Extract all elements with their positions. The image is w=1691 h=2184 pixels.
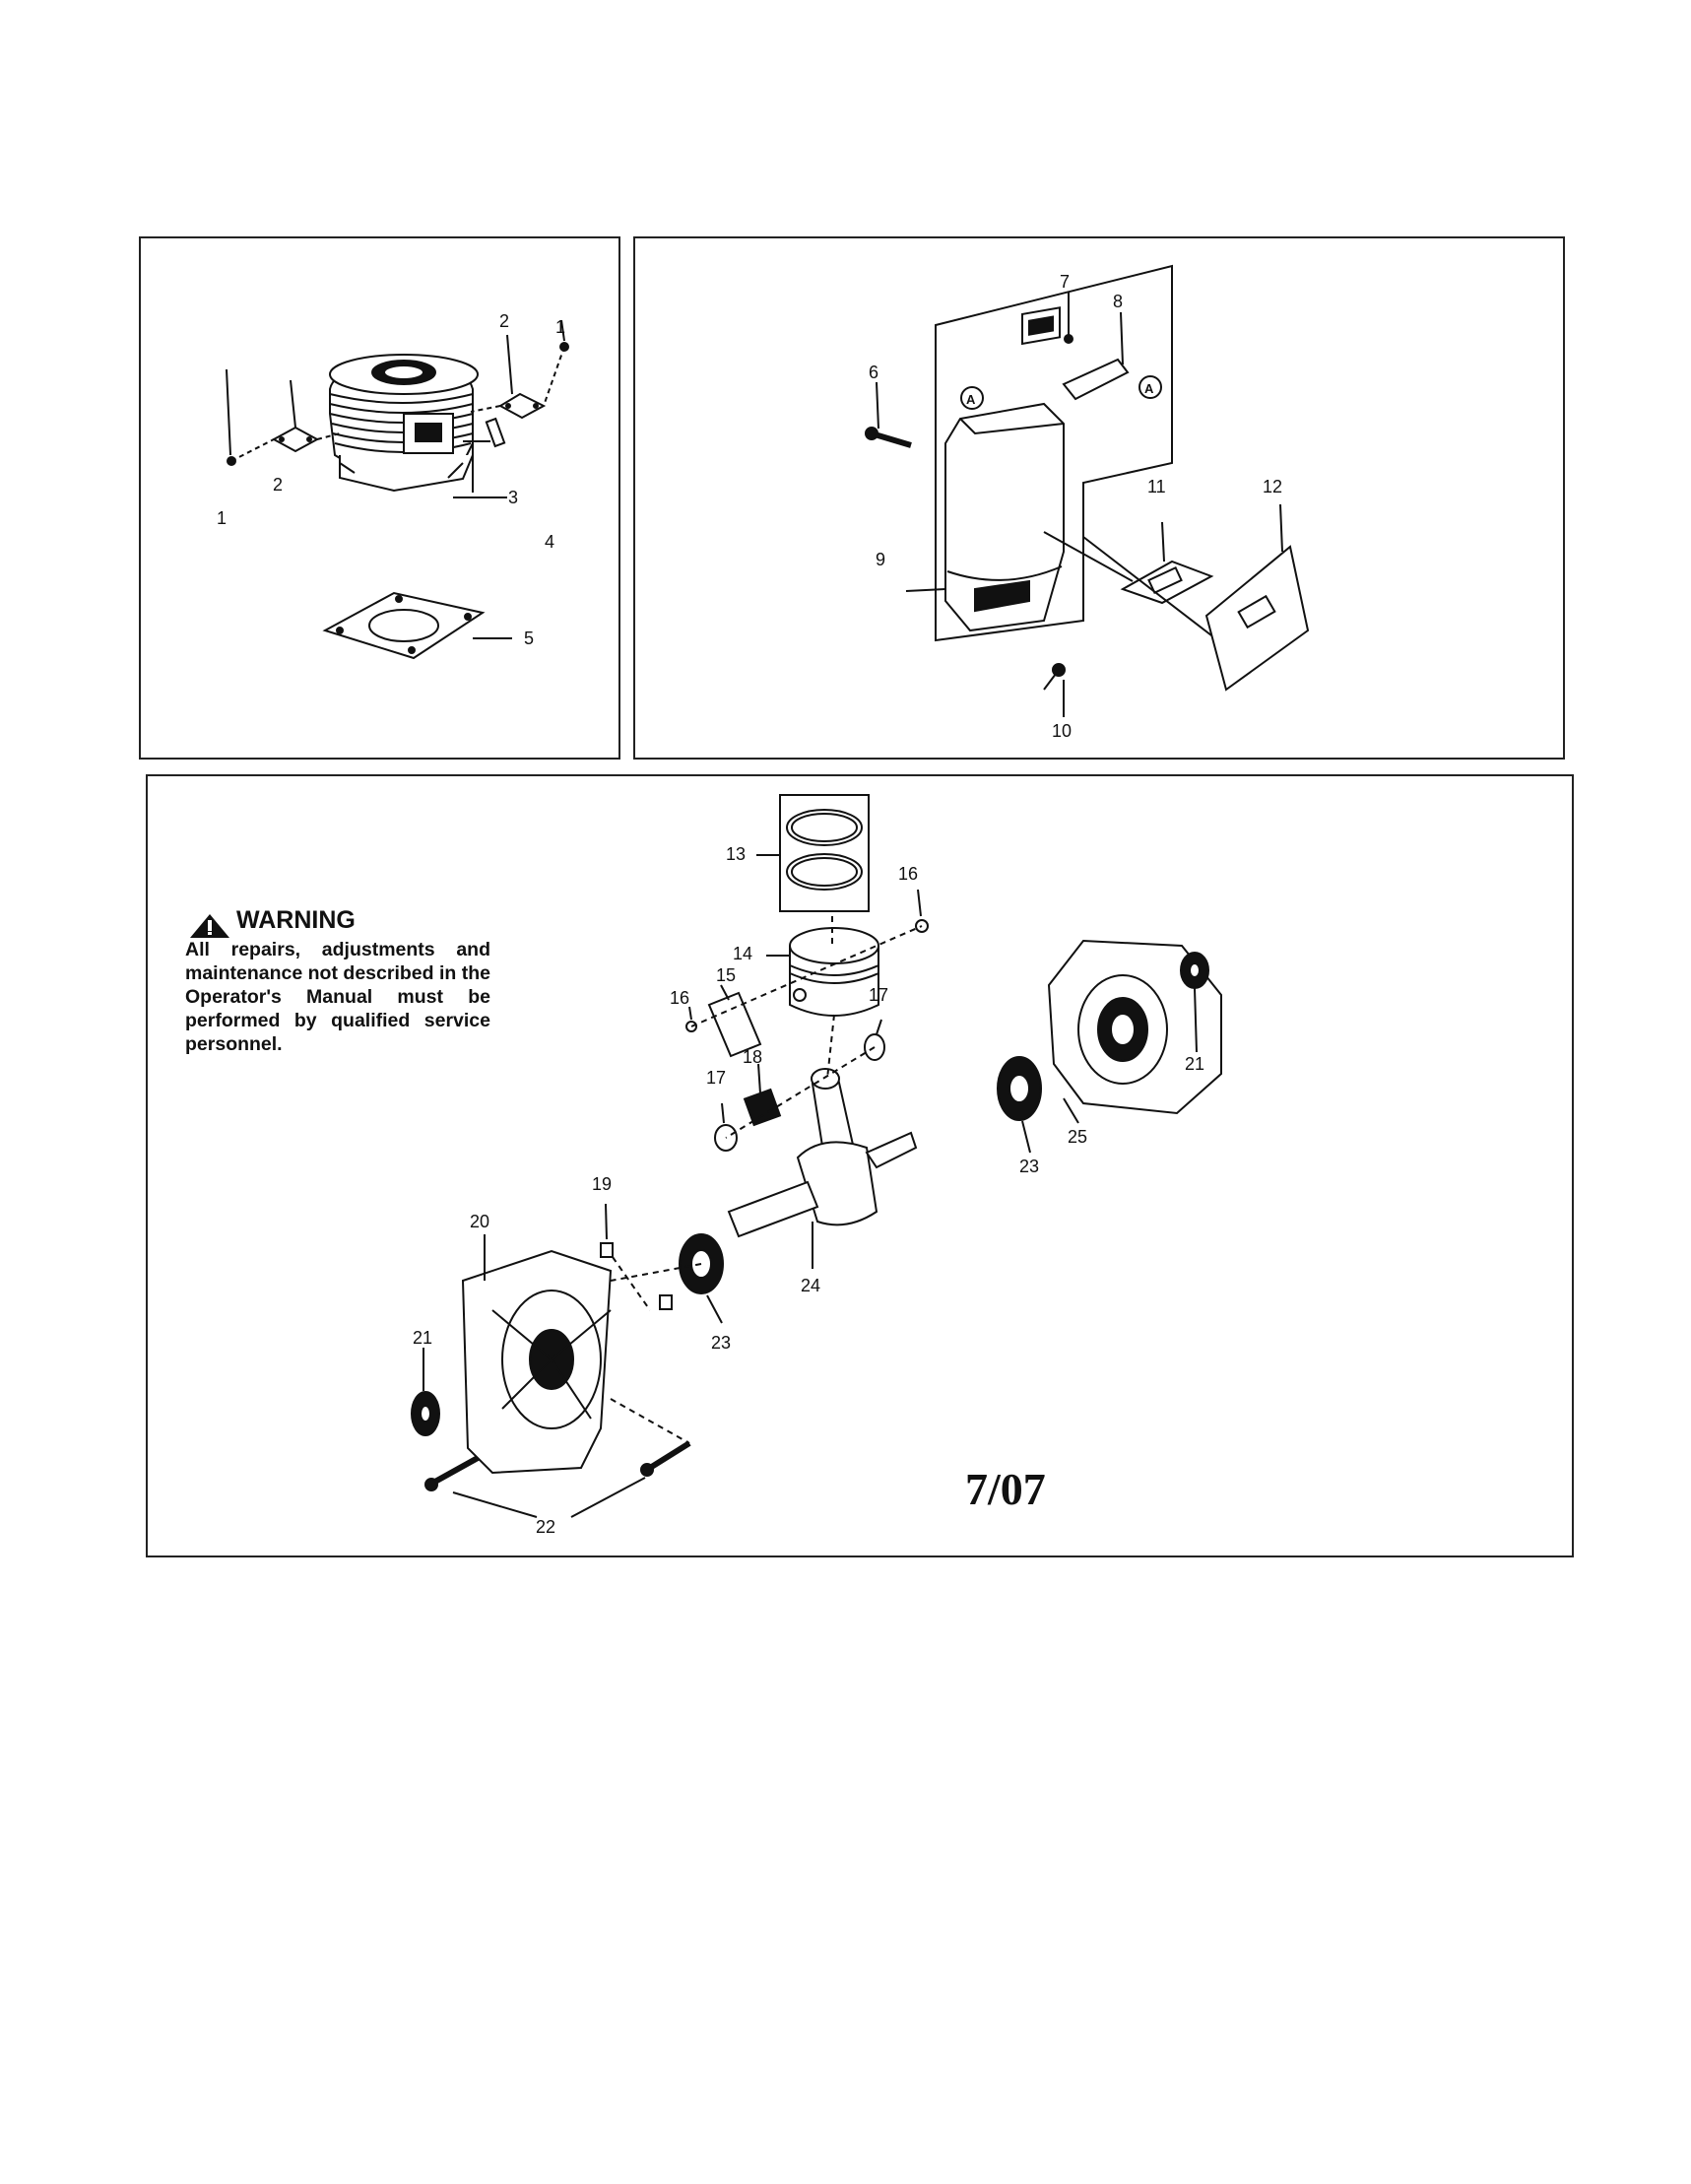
callout-12: 12 [1263,477,1282,496]
date-code: 7/07 [965,1464,1046,1514]
ref-a-2: A [1144,381,1154,396]
callout-6: 6 [869,363,878,382]
warning-text: All repairs, adjustments and maintenance… [185,939,490,1055]
callout-18: 18 [743,1047,762,1067]
callout-1a: 1 [555,317,565,337]
callout-21b: 21 [1185,1054,1204,1074]
warning-triangle-icon [190,914,229,938]
callout-2a: 2 [499,311,509,331]
callout-22: 22 [536,1517,555,1537]
callout-5: 5 [524,629,534,648]
callout-1b: 1 [217,508,227,528]
callout-17a: 17 [869,985,888,1005]
callout-8: 8 [1113,292,1123,311]
warning-title: WARNING [185,906,490,934]
callout-16b: 16 [670,988,689,1008]
callout-20: 20 [470,1212,489,1231]
callout-14: 14 [733,944,752,963]
crankcase-drawing [411,794,1222,1518]
callout-25: 25 [1068,1127,1087,1147]
callout-23b: 23 [1019,1157,1039,1176]
callout-16a: 16 [898,864,918,884]
callout-11: 11 [1147,477,1166,496]
callout-13: 13 [726,844,746,864]
cylinder-drawing [226,319,569,660]
ref-a-1: A [966,392,976,407]
warning-title-text: WARNING [236,906,356,934]
callout-24: 24 [801,1276,820,1295]
callout-15: 15 [716,965,736,985]
callout-21a: 21 [413,1328,432,1348]
callout-2b: 2 [273,475,283,495]
muffler-drawing [865,264,1310,717]
callout-7: 7 [1060,272,1070,292]
callout-4: 4 [545,532,554,552]
callout-3: 3 [508,488,518,507]
callout-10: 10 [1052,721,1072,741]
callout-9: 9 [876,550,885,569]
callout-19: 19 [592,1174,612,1194]
cylinder-panel [139,236,620,760]
warning-box: WARNING All repairs, adjustments and mai… [185,906,490,1056]
muffler-panel [633,236,1565,760]
callout-23a: 23 [711,1333,731,1353]
callout-17b: 17 [706,1068,726,1088]
